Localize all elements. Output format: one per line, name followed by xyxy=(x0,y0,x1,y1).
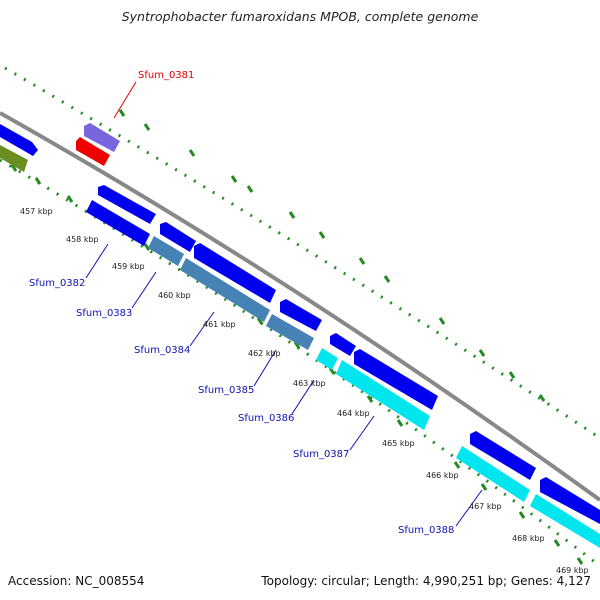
gene-label-sfum0381[interactable]: Sfum_0381 xyxy=(138,70,194,81)
map-title: Syntrophobacter fumaroxidans MPOB, compl… xyxy=(121,9,479,24)
callout-sfum0387 xyxy=(349,415,375,451)
cds-forward-6 xyxy=(354,349,438,410)
tick-label: 461 kbp xyxy=(203,320,236,329)
tick-label: 464 kbp xyxy=(337,409,370,418)
tick-label: 467 kbp xyxy=(469,502,502,511)
tick-label: 457 kbp xyxy=(20,207,53,216)
callout-sfum0385 xyxy=(253,349,277,387)
cds-reverse-2 xyxy=(148,236,184,266)
cds-sfum0381-red xyxy=(76,137,110,166)
kbp-ticks: 457 kbp 458 kbp 459 kbp 460 kbp 461 kbp … xyxy=(20,207,589,575)
cds-forward-4 xyxy=(280,299,322,331)
tick-label: 462 kbp xyxy=(248,349,281,358)
reverse-cds xyxy=(0,145,600,548)
callout-sfum0383 xyxy=(131,271,157,309)
gene-callouts xyxy=(85,81,483,527)
tick-label: 458 kbp xyxy=(66,235,99,244)
tick-label: 468 kbp xyxy=(512,534,545,543)
gene-label-sfum0387[interactable]: Sfum_0387 xyxy=(293,449,349,460)
cds-sfum0381-purple xyxy=(84,123,120,152)
tick-label: 469 kbp xyxy=(556,566,589,575)
gene-label-sfum0385[interactable]: Sfum_0385 xyxy=(198,385,254,396)
inner-dotted-track xyxy=(0,158,600,568)
callout-sfum0384 xyxy=(189,311,215,347)
callout-sfum0382 xyxy=(85,243,109,279)
cds-forward-3 xyxy=(194,243,276,303)
tick-label: 460 kbp xyxy=(158,291,191,300)
cds-forward-7 xyxy=(470,431,536,480)
cds-reverse-1 xyxy=(86,200,150,246)
gene-label-sfum0386[interactable]: Sfum_0386 xyxy=(238,413,294,424)
cds-forward-1 xyxy=(98,185,156,224)
cds-reverse-8 xyxy=(530,494,600,548)
callout-sfum0381 xyxy=(113,81,137,119)
cds-reverse-4 xyxy=(266,314,314,350)
cds-forward-8 xyxy=(540,477,600,524)
tick-label: 463 kbp xyxy=(293,379,326,388)
gene-label-sfum0383[interactable]: Sfum_0383 xyxy=(76,308,132,319)
cds-forward-2 xyxy=(160,222,196,252)
tick-label: 465 kbp xyxy=(382,439,415,448)
gene-label-sfum0384[interactable]: Sfum_0384 xyxy=(134,345,190,356)
cds-forward-left xyxy=(0,124,38,156)
cds-reverse-6 xyxy=(336,360,430,430)
gene-label-sfum0388[interactable]: Sfum_0388 xyxy=(398,525,454,536)
gc-ticks xyxy=(10,109,584,565)
accession-label: Accession: NC_008554 xyxy=(8,574,145,588)
callout-sfum0388 xyxy=(455,489,483,527)
backbone xyxy=(0,111,600,502)
tick-label: 459 kbp xyxy=(112,262,145,271)
forward-cds xyxy=(0,123,600,524)
callout-sfum0386 xyxy=(291,379,315,415)
cds-reverse-7 xyxy=(456,446,530,502)
genome-summary: Topology: circular; Length: 4,990,251 bp… xyxy=(261,574,591,588)
gene-labels: Sfum_0381 Sfum_0382 Sfum_0383 Sfum_0384 … xyxy=(29,70,454,536)
cds-reverse-5 xyxy=(316,348,338,370)
gene-label-sfum0382[interactable]: Sfum_0382 xyxy=(29,278,85,289)
tick-label: 466 kbp xyxy=(426,471,459,480)
cds-reverse-olive xyxy=(0,145,28,172)
cds-forward-5 xyxy=(330,333,356,356)
cds-reverse-3 xyxy=(180,258,270,322)
